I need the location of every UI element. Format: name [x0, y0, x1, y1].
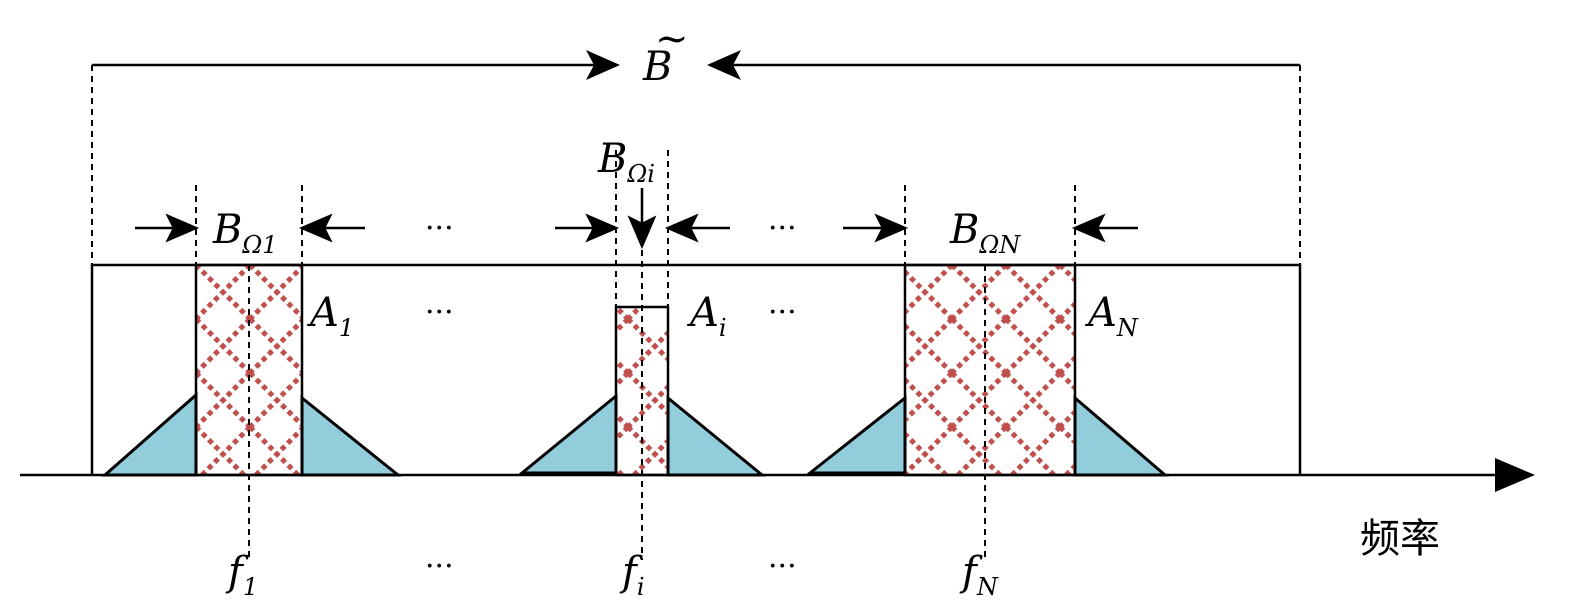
ellipsis: ···	[768, 549, 797, 584]
interference-triangles	[101, 391, 1170, 477]
band-n-bandwidth: BΩN	[949, 207, 1021, 259]
interference-triangle	[805, 394, 907, 475]
interference-triangle	[666, 394, 767, 477]
ellipsis: ···	[425, 549, 454, 584]
band-i-frequency: fi	[619, 549, 645, 601]
arrow-right-icon	[586, 50, 620, 80]
band-n-amplitude: AN	[1084, 290, 1139, 342]
ellipsis: ···	[768, 295, 797, 330]
band-1-amplitude: A1	[306, 290, 354, 342]
ellipsis: ···	[425, 295, 454, 330]
ellipses: ··· ··· ··· ··· ··· ···	[425, 211, 797, 584]
interference-triangle	[1073, 394, 1170, 477]
band-1-frequency: f1	[225, 549, 258, 601]
arrow-left-icon	[707, 50, 741, 80]
band-1-bandwidth: BΩ1	[212, 207, 278, 259]
ellipsis: ···	[425, 211, 454, 246]
interference-triangle	[517, 392, 618, 475]
interference-triangle	[300, 394, 403, 477]
band-i-bandwidth: BΩi	[597, 136, 655, 188]
total-bandwidth-indicator: B ~	[91, 16, 1301, 265]
axis-arrow-icon	[1495, 458, 1535, 492]
axis-label: 频率	[1360, 516, 1440, 562]
spectrum-envelope	[90, 263, 1302, 475]
total-bandwidth-tilde: ~	[655, 16, 689, 62]
band-n-frequency: fN	[959, 549, 999, 601]
bandwidth-arrows	[135, 188, 1138, 250]
band-i	[614, 305, 670, 477]
interference-triangle	[101, 391, 198, 477]
band-n	[903, 263, 1077, 477]
total-bandwidth-label: B	[642, 44, 672, 90]
band-i-amplitude: Ai	[686, 290, 727, 342]
ellipsis: ···	[768, 211, 797, 246]
